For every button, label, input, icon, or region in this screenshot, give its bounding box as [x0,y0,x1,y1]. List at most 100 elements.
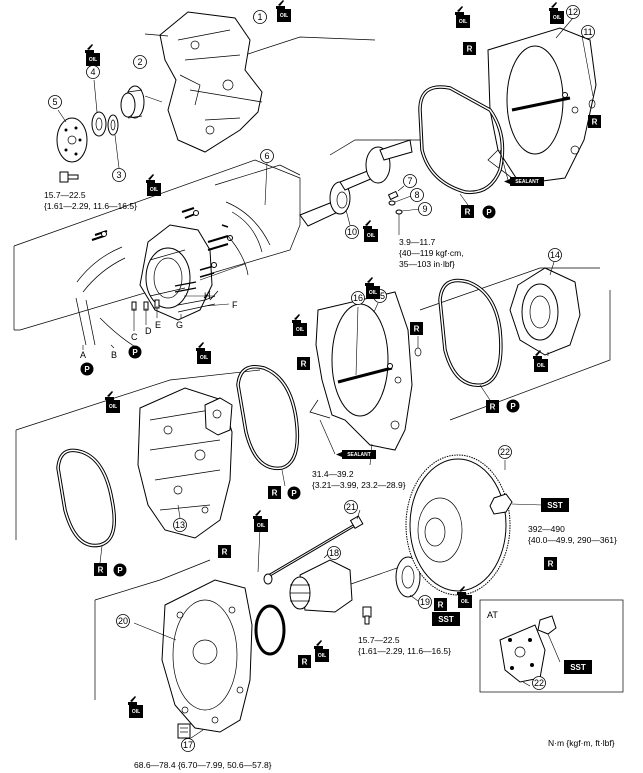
svg-text:R: R [272,488,278,497]
replace-box-icon: R [410,322,423,335]
oil-jet-parts [387,185,421,235]
letter-D: D [145,326,152,336]
svg-text:20: 20 [118,616,128,626]
callout-2: 2 [133,55,147,69]
callout-5: 5 [48,95,62,109]
tension-bolt [257,509,364,585]
rotor-gasket-right [438,278,503,401]
svg-text:17: 17 [183,740,193,750]
letter-E: E [155,320,161,330]
petroleum-jelly-icon: P [113,563,127,577]
replace-box-icon: R [268,486,281,499]
oil-can-icon: OIL [314,640,329,662]
svg-text:OIL: OIL [461,599,469,605]
callout-12: 12 [566,5,580,19]
torque-spec-5a: 15.7—22.5 [358,635,400,645]
svg-text:OIL: OIL [369,290,377,296]
svg-text:21: 21 [346,502,356,512]
torque-spec-3b: {3.21—3.99, 23.2—28.9} [312,480,406,490]
svg-text:13: 13 [175,520,185,530]
svg-text:P: P [132,348,138,357]
sst-tool-icon: SST [541,498,569,512]
petroleum-jelly-icon: P [128,345,142,359]
apex-seals [75,201,271,347]
spacer-ring [107,114,120,169]
letter-G: G [176,320,183,330]
oil-can-icon: OIL [533,350,548,372]
sst-tool-icon: SST [564,660,592,674]
svg-text:P: P [291,489,297,498]
rear-housing-oring [555,17,596,109]
svg-text:12: 12 [568,7,578,17]
svg-text:OIL: OIL [537,363,545,369]
torque-spec-5b: {1.61—2.29, 11.6—16.5} [358,646,451,656]
oil-can-icon: OIL [105,391,120,413]
callout-11: 11 [581,25,595,39]
timing-gear [120,85,163,119]
svg-text:2: 2 [137,57,142,67]
callout-22-flywheel: 22 [498,445,512,459]
replace-box-icon: R [218,545,231,558]
svg-text:P: P [84,365,90,374]
replace-box-icon: R [588,115,601,128]
svg-text:P: P [486,208,492,217]
oil-can-icon: OIL [253,510,268,532]
svg-text:R: R [301,359,307,368]
svg-text:8: 8 [414,190,419,200]
svg-text:OIL: OIL [296,327,304,333]
oil-can-icon: OIL [457,586,472,608]
replace-box-icon: R [434,598,447,611]
corner-seals [131,281,219,313]
seal-letter-labels: A B C D E F G H [80,291,238,360]
oil-plug [177,723,191,739]
svg-text:SST: SST [547,501,563,510]
svg-text:R: R [438,600,444,609]
svg-text:1: 1 [257,12,262,22]
eccentric-shaft [299,139,413,227]
callout-10: 10 [345,225,359,239]
torque-spec-2c: 35—103 in·lbf} [399,259,455,269]
svg-text:SST: SST [438,615,454,624]
front-cover [144,11,263,153]
callout-16: 16 [351,291,365,305]
oil-can-icon: OIL [292,314,307,336]
callout-14: 14 [548,248,562,262]
drive-plate-at [499,615,561,687]
svg-text:SST: SST [570,663,586,672]
rear-housing [133,579,253,739]
svg-text:OIL: OIL [89,57,97,63]
torque-spec-1b: {1.61—2.29, 11.6—16.5} [44,201,137,211]
sst-symbols: SST SST SST [432,498,592,674]
callout-9: 9 [418,202,432,216]
rotor-assembly [75,162,271,347]
petroleum-jelly-symbols: P P P P P P [80,205,520,577]
callout-22-at: 22 [532,676,546,690]
petroleum-jelly-icon: P [80,362,94,376]
svg-text:OIL: OIL [150,187,158,193]
letter-H: H [204,291,211,301]
callout-19: 19 [418,595,432,609]
svg-text:22: 22 [534,678,544,688]
petroleum-jelly-icon: P [287,486,301,500]
bearing [91,79,107,137]
callout-4: 4 [86,65,100,79]
callout-8: 8 [410,188,424,202]
replace-box-icon: R [544,557,557,570]
callout-3: 3 [112,168,126,182]
svg-text:18: 18 [329,548,339,558]
callout-20: 20 [116,614,130,628]
replace-box-icon: R [461,205,474,218]
hub-bolt [362,606,372,625]
svg-text:9: 9 [422,204,427,214]
torque-specs: 15.7—22.5 {1.61—2.29, 11.6—16.5} 3.9—11.… [44,190,617,770]
svg-text:10: 10 [347,227,357,237]
letter-B: B [111,350,117,360]
letter-C: C [131,332,138,342]
oil-seal [395,556,421,602]
torque-spec-6: 68.6—78.4 {6.70—7.99, 50.6—57.8} [134,760,272,770]
callout-markers: 1 2 3 4 5 6 7 8 9 10 11 12 13 14 15 16 1… [48,5,595,752]
intermediate-gasket-right [236,365,300,487]
svg-text:OIL: OIL [109,404,117,410]
svg-text:OIL: OIL [132,709,140,715]
